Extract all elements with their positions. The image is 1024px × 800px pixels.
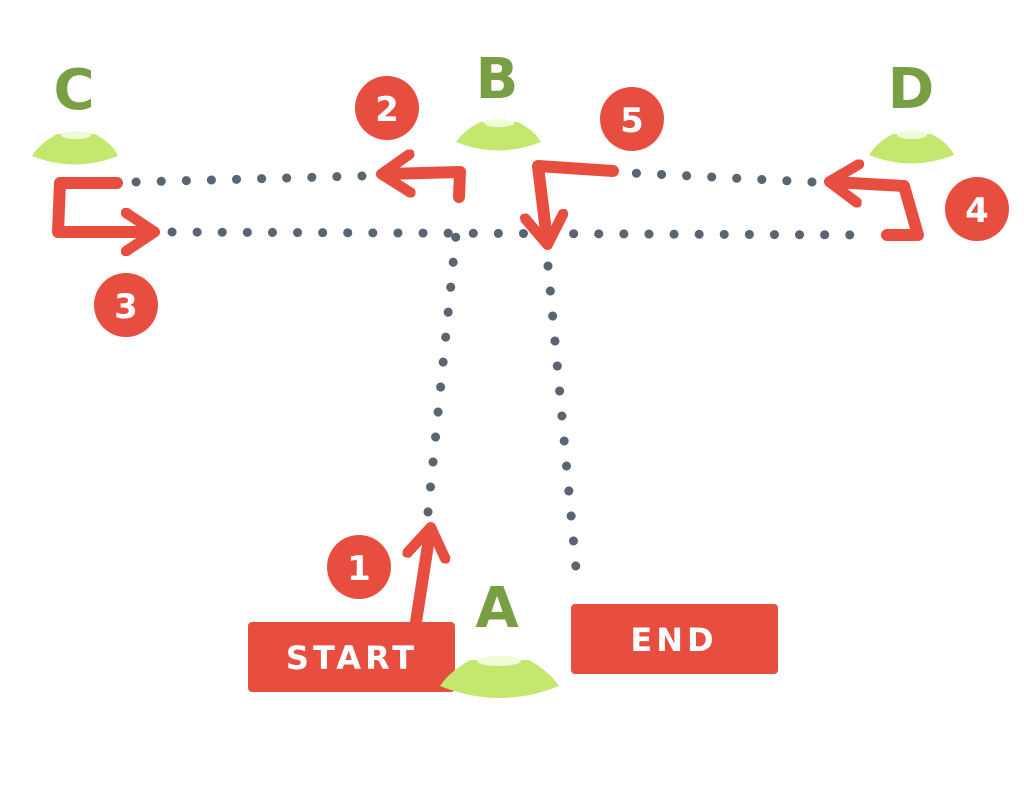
step-4-label: 4 (965, 191, 989, 231)
cone-d-label: D (888, 57, 934, 122)
route-arrows (52, 160, 924, 628)
cone-b: B (456, 47, 541, 151)
path-b-to-c (130, 171, 367, 187)
dotted-paths (130, 168, 877, 595)
step-badge-1: 1 (327, 535, 391, 599)
path-c-to-d (167, 227, 877, 240)
path-start-to-b (423, 210, 463, 517)
step-5-label: 5 (620, 101, 644, 141)
step-3-label: 3 (114, 287, 138, 327)
step-badge-3: 3 (94, 273, 158, 337)
arrow-step-3 (52, 177, 150, 232)
step-badge-5: 5 (600, 87, 664, 151)
cone-a: A (440, 576, 559, 698)
arrow-step-5 (538, 160, 619, 240)
cone-d: D (869, 57, 954, 164)
start-box: START (248, 622, 455, 692)
cone-c-label: C (53, 58, 94, 123)
arrow-step-2 (386, 172, 466, 203)
end-label: END (630, 621, 717, 659)
step-2-label: 2 (375, 90, 399, 130)
cone-b-label: B (476, 47, 519, 112)
arrow-step-4 (834, 182, 924, 241)
step-badge-2: 2 (355, 76, 419, 140)
arrow-step-1 (416, 532, 430, 628)
path-to-end (543, 261, 583, 595)
path-d-to-b (627, 168, 817, 187)
step-badge-4: 4 (945, 177, 1009, 241)
end-box: END (571, 604, 778, 674)
cone-c: C (32, 58, 118, 165)
start-label: START (286, 639, 418, 677)
step-1-label: 1 (347, 549, 371, 589)
cone-a-label: A (475, 576, 519, 641)
